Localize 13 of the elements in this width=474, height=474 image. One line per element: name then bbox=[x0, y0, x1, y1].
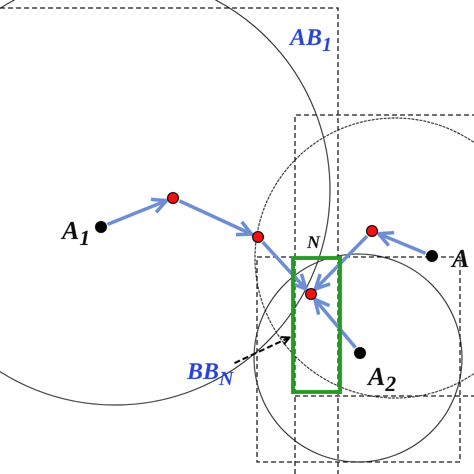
arrow bbox=[314, 234, 368, 291]
point-label: A$_{1}$ bbox=[62, 218, 90, 250]
region-label: AB$_{1}$ bbox=[290, 26, 332, 55]
arrow bbox=[261, 240, 308, 291]
arrow bbox=[178, 199, 254, 236]
arrow bbox=[313, 298, 357, 349]
point-label: A bbox=[452, 246, 470, 272]
arrow bbox=[106, 198, 168, 226]
point-label: N bbox=[307, 233, 320, 251]
point-label: A$_{2}$ bbox=[368, 364, 396, 396]
arrow bbox=[376, 230, 426, 255]
box-label: BB$_{N}$ bbox=[187, 359, 234, 385]
leader-line bbox=[234, 336, 290, 364]
